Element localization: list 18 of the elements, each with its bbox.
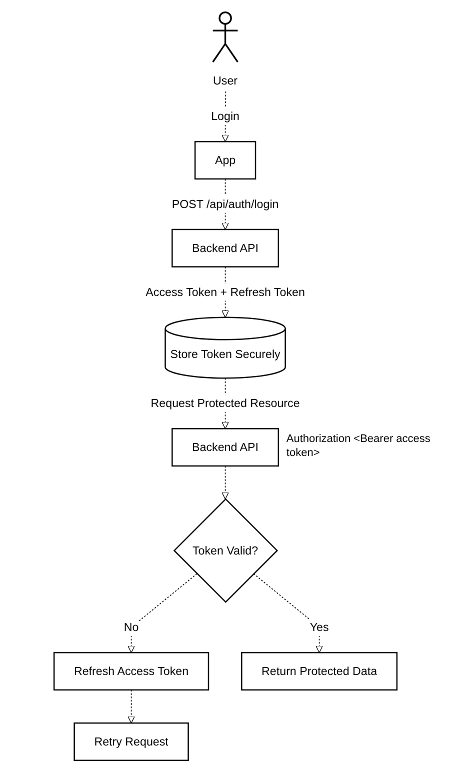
arrow — [128, 690, 135, 724]
node-box: Backend API — [172, 428, 280, 467]
edge-label: No — [124, 620, 139, 634]
edge-label: Access Token + Refresh Token — [146, 285, 305, 298]
edge-label: Login — [211, 109, 240, 123]
node-box: Backend API — [172, 228, 280, 268]
node-box: Return Protected Data — [241, 652, 398, 691]
edge-label: Yes — [310, 620, 329, 634]
annotation-text: Authorization <Bearer access token> — [286, 433, 432, 461]
edge-label: Request Protected Resource — [150, 396, 300, 410]
edge-label: POST /api/auth/login — [172, 197, 279, 210]
node-box: App — [194, 140, 256, 180]
node-box: Refresh Access Token — [53, 652, 210, 691]
arrow — [128, 573, 198, 653]
arrow — [253, 573, 323, 653]
node-diamond: Token Valid? — [173, 498, 278, 603]
arrow — [222, 466, 229, 500]
node-box: Retry Request — [74, 722, 189, 761]
